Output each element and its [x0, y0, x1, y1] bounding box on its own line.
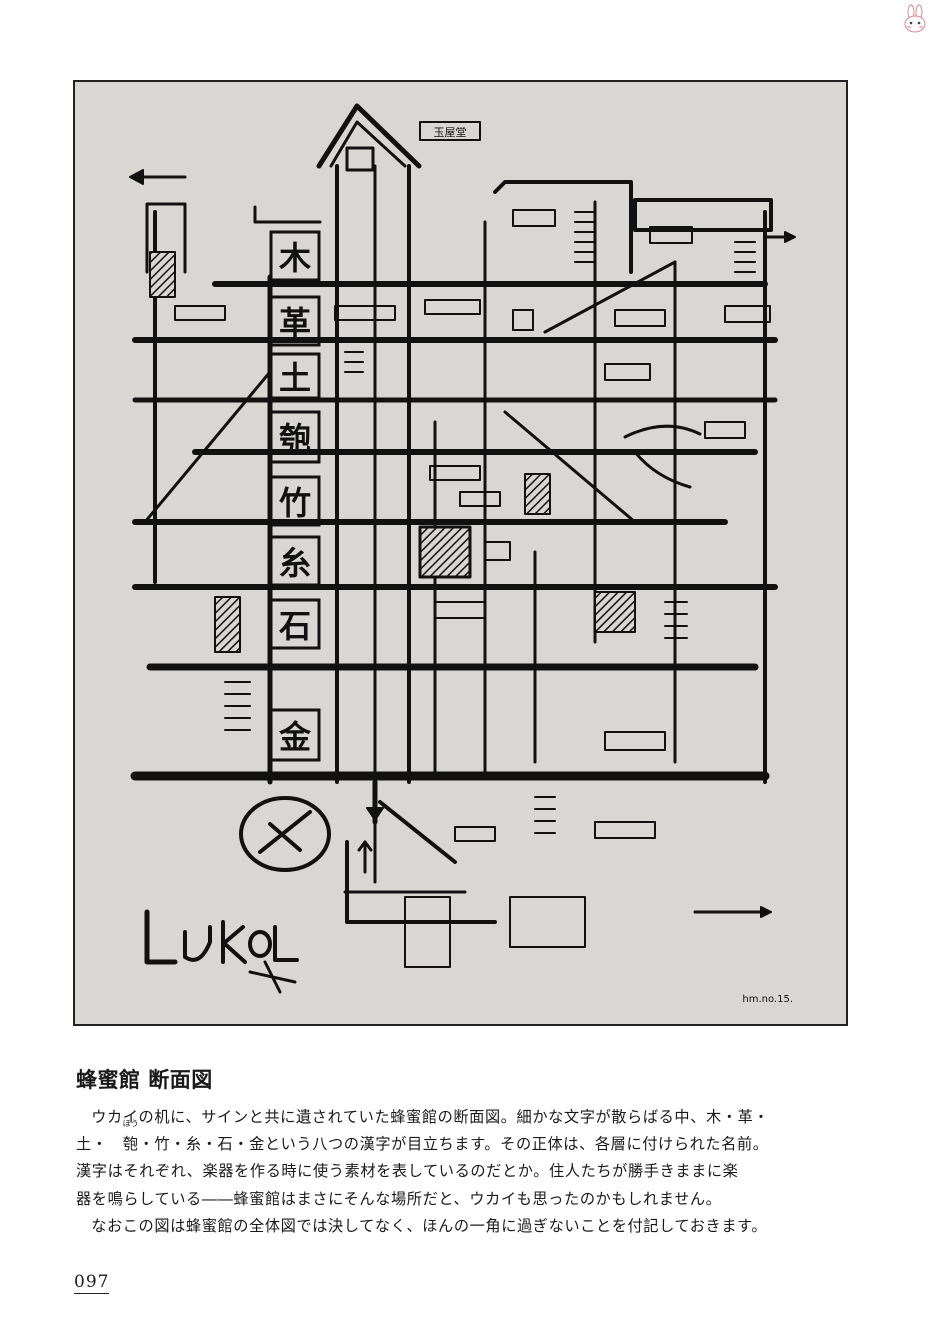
- kanji-metal: 金: [278, 718, 312, 756]
- sketch-drawing: 木 革 土 匏 竹 糸 石 金 玉屋堂 hm.no.15.: [129, 103, 796, 1005]
- kanji-silk: 糸: [279, 544, 311, 582]
- article-body: ウカイの机に、サインと共に遺されていた蜂蜜館の断面図。細かな文字が散らばる中、木…: [76, 1104, 856, 1240]
- p1-line-2-after: ・竹・糸・石・金という八つの漢字が目立ちます。その正体は、各層に付けられた名前。: [138, 1135, 769, 1154]
- p1-line-4: 器を鳴らしている――蜂蜜館はまさにそんな場所だと、ウカイも思ったのかもしれません…: [76, 1189, 722, 1208]
- kanji-gourd: 匏: [279, 420, 311, 458]
- kanji-stone: 石: [278, 607, 311, 645]
- kanji-wood: 木: [278, 239, 311, 277]
- page-number: 097: [74, 1272, 110, 1294]
- ruby-reading: ほう: [122, 1119, 139, 1129]
- kanji-bamboo: 竹: [279, 484, 311, 522]
- p1-line-1: ウカイの机に、サインと共に遺されていた蜂蜜館の断面図。細かな文字が散らばる中、木…: [91, 1108, 770, 1126]
- p1-line-2-before: 土・: [76, 1135, 108, 1154]
- kanji-earth: 土: [279, 359, 311, 397]
- article-heading: 蜂蜜館 断面図: [76, 1068, 213, 1092]
- kanji-leather: 革: [279, 304, 311, 342]
- sketch-top-sign: 玉屋堂: [434, 126, 467, 139]
- ruby-gourd: ほう匏: [108, 1120, 139, 1158]
- paragraph-1: ウカイの机に、サインと共に遺されていた蜂蜜館の断面図。細かな文字が散らばる中、木…: [76, 1104, 856, 1213]
- ruby-base: 匏: [122, 1135, 139, 1154]
- p1-line-3: 漢字はそれぞれ、楽器を作る時に使う素材を表しているのだとか。住人たちが勝手きまま…: [76, 1162, 739, 1181]
- building-cross-section-sketch: 木 革 土 匏 竹 糸 石 金 玉屋堂 hm.no.15.: [73, 80, 848, 1026]
- paragraph-2: なおこの図は蜂蜜館の全体図では決してなく、ほんの一角に過ぎないことを付記しておき…: [91, 1216, 768, 1235]
- sketch-date-mark: hm.no.15.: [742, 994, 793, 1005]
- rabbit-icon: [900, 4, 930, 34]
